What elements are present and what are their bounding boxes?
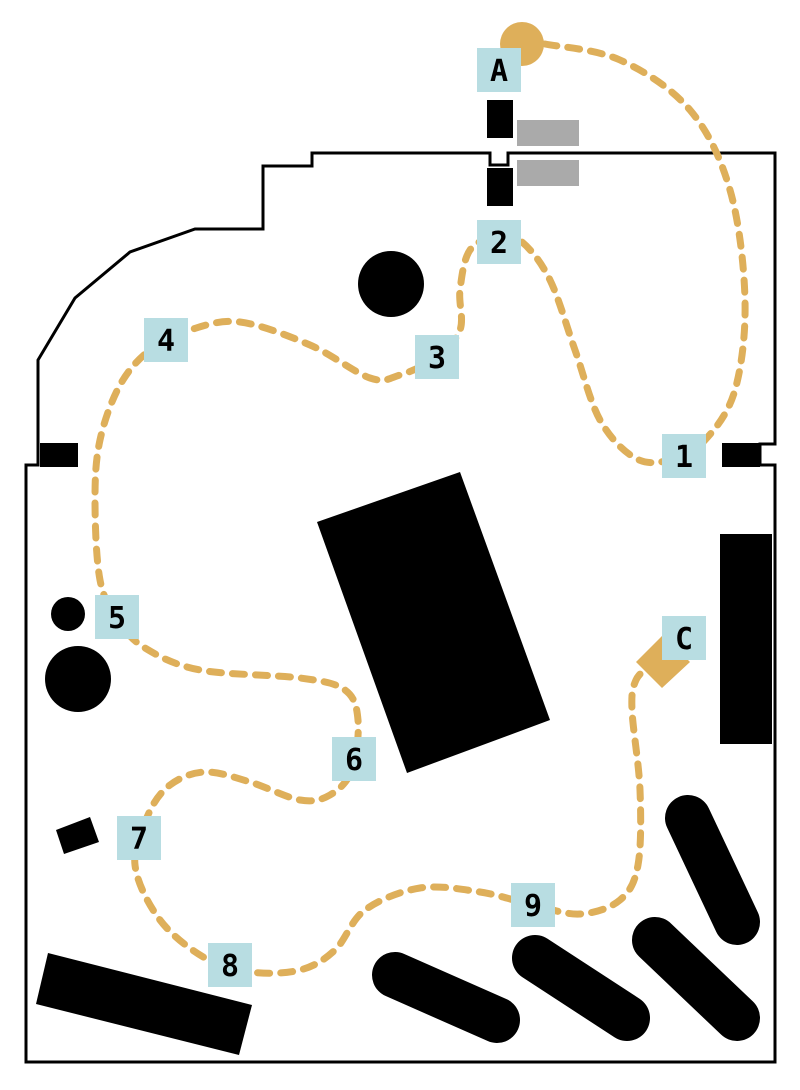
label-background [662,616,706,660]
label-text: 5 [108,601,126,636]
label-background [415,335,459,379]
waypoint-label-6: 6 [332,737,376,781]
obstacle-capsule-1 [372,952,520,1043]
label-background [477,48,521,92]
start-label-a: A [477,48,521,92]
obstacle-box-small [56,817,99,854]
obstacle-bench-bottom-left [36,953,252,1055]
label-background [477,220,521,264]
obstacle-capsule-4 [665,795,760,945]
waypoint-label-1: 1 [662,434,706,478]
label-background [332,737,376,781]
label-background [511,883,555,927]
label-background [662,434,706,478]
door-panel-top [517,120,579,146]
door-post-bottom [487,168,513,206]
label-text: A [490,54,508,89]
label-text: 6 [345,743,363,778]
door-panel-bottom [517,160,579,186]
obstacle-pillar-medium [45,646,111,712]
waypoint-label-9: 9 [511,883,555,927]
label-text: 2 [490,226,508,261]
label-background [117,816,161,860]
label-text: 8 [221,949,239,984]
label-text: 4 [157,324,175,359]
label-background [95,595,139,639]
obstacle-cabinet-right [720,534,772,744]
end-marker-icon [636,635,690,688]
end-label-c: C [662,616,706,660]
waypoint-label-7: 7 [117,816,161,860]
obstacle-capsule-2 [512,935,650,1041]
label-background [144,318,188,362]
obstacle-pillar-top [358,251,424,317]
label-text: 9 [524,889,542,924]
label-text: 3 [428,341,446,376]
waypoint-label-2: 2 [477,220,521,264]
label-background [208,943,252,987]
waypoint-label-5: 5 [95,595,139,639]
obstacle-capsule-3 [632,917,760,1041]
obstacle-table-large [317,472,550,773]
waypoint-label-4: 4 [144,318,188,362]
label-text: C [675,622,693,657]
waypoint-label-8: 8 [208,943,252,987]
door-post-top [487,100,513,138]
doorway-right [722,443,760,467]
label-text: 1 [675,440,693,475]
waypoint-label-3: 3 [415,335,459,379]
doorway-left [40,443,78,467]
label-text: 7 [130,822,148,857]
obstacle-pillar-small [51,597,85,631]
